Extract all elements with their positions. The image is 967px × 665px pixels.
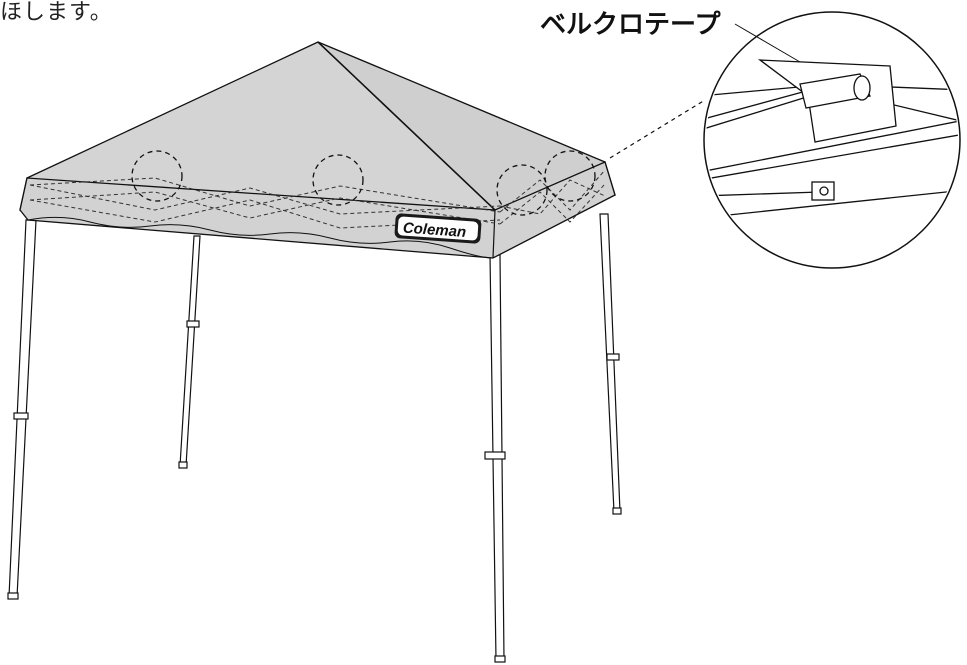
leg-left-back — [179, 235, 201, 467]
leg-left-front-clip — [13, 412, 29, 420]
leg-left-front-foot — [7, 592, 19, 600]
leg-right-front-foot — [494, 655, 506, 663]
velcro-tape-label: ベルクロテープ — [540, 10, 721, 40]
top-text-fragment: ほします。 — [0, 0, 113, 25]
tent-legs — [7, 213, 622, 663]
velcro-detail-circle — [703, 11, 961, 269]
canopy: Coleman — [19, 41, 616, 259]
leg-left-back-foot — [178, 461, 188, 469]
leg-right-back-clip — [606, 353, 620, 361]
label-leader-line — [734, 23, 801, 63]
coleman-logo-text: Coleman — [402, 220, 466, 241]
hidden-frame-lines — [29, 169, 606, 229]
leg-left-front — [8, 219, 37, 598]
leg-right-front-clip — [484, 451, 506, 460]
coleman-logo-badge: Coleman — [394, 213, 482, 244]
leg-right-back — [599, 213, 621, 513]
callout-leader-line — [609, 99, 706, 159]
leg-right-back-foot — [612, 507, 622, 515]
velcro-position-markers — [131, 150, 596, 216]
leg-left-back-clip — [186, 320, 200, 328]
